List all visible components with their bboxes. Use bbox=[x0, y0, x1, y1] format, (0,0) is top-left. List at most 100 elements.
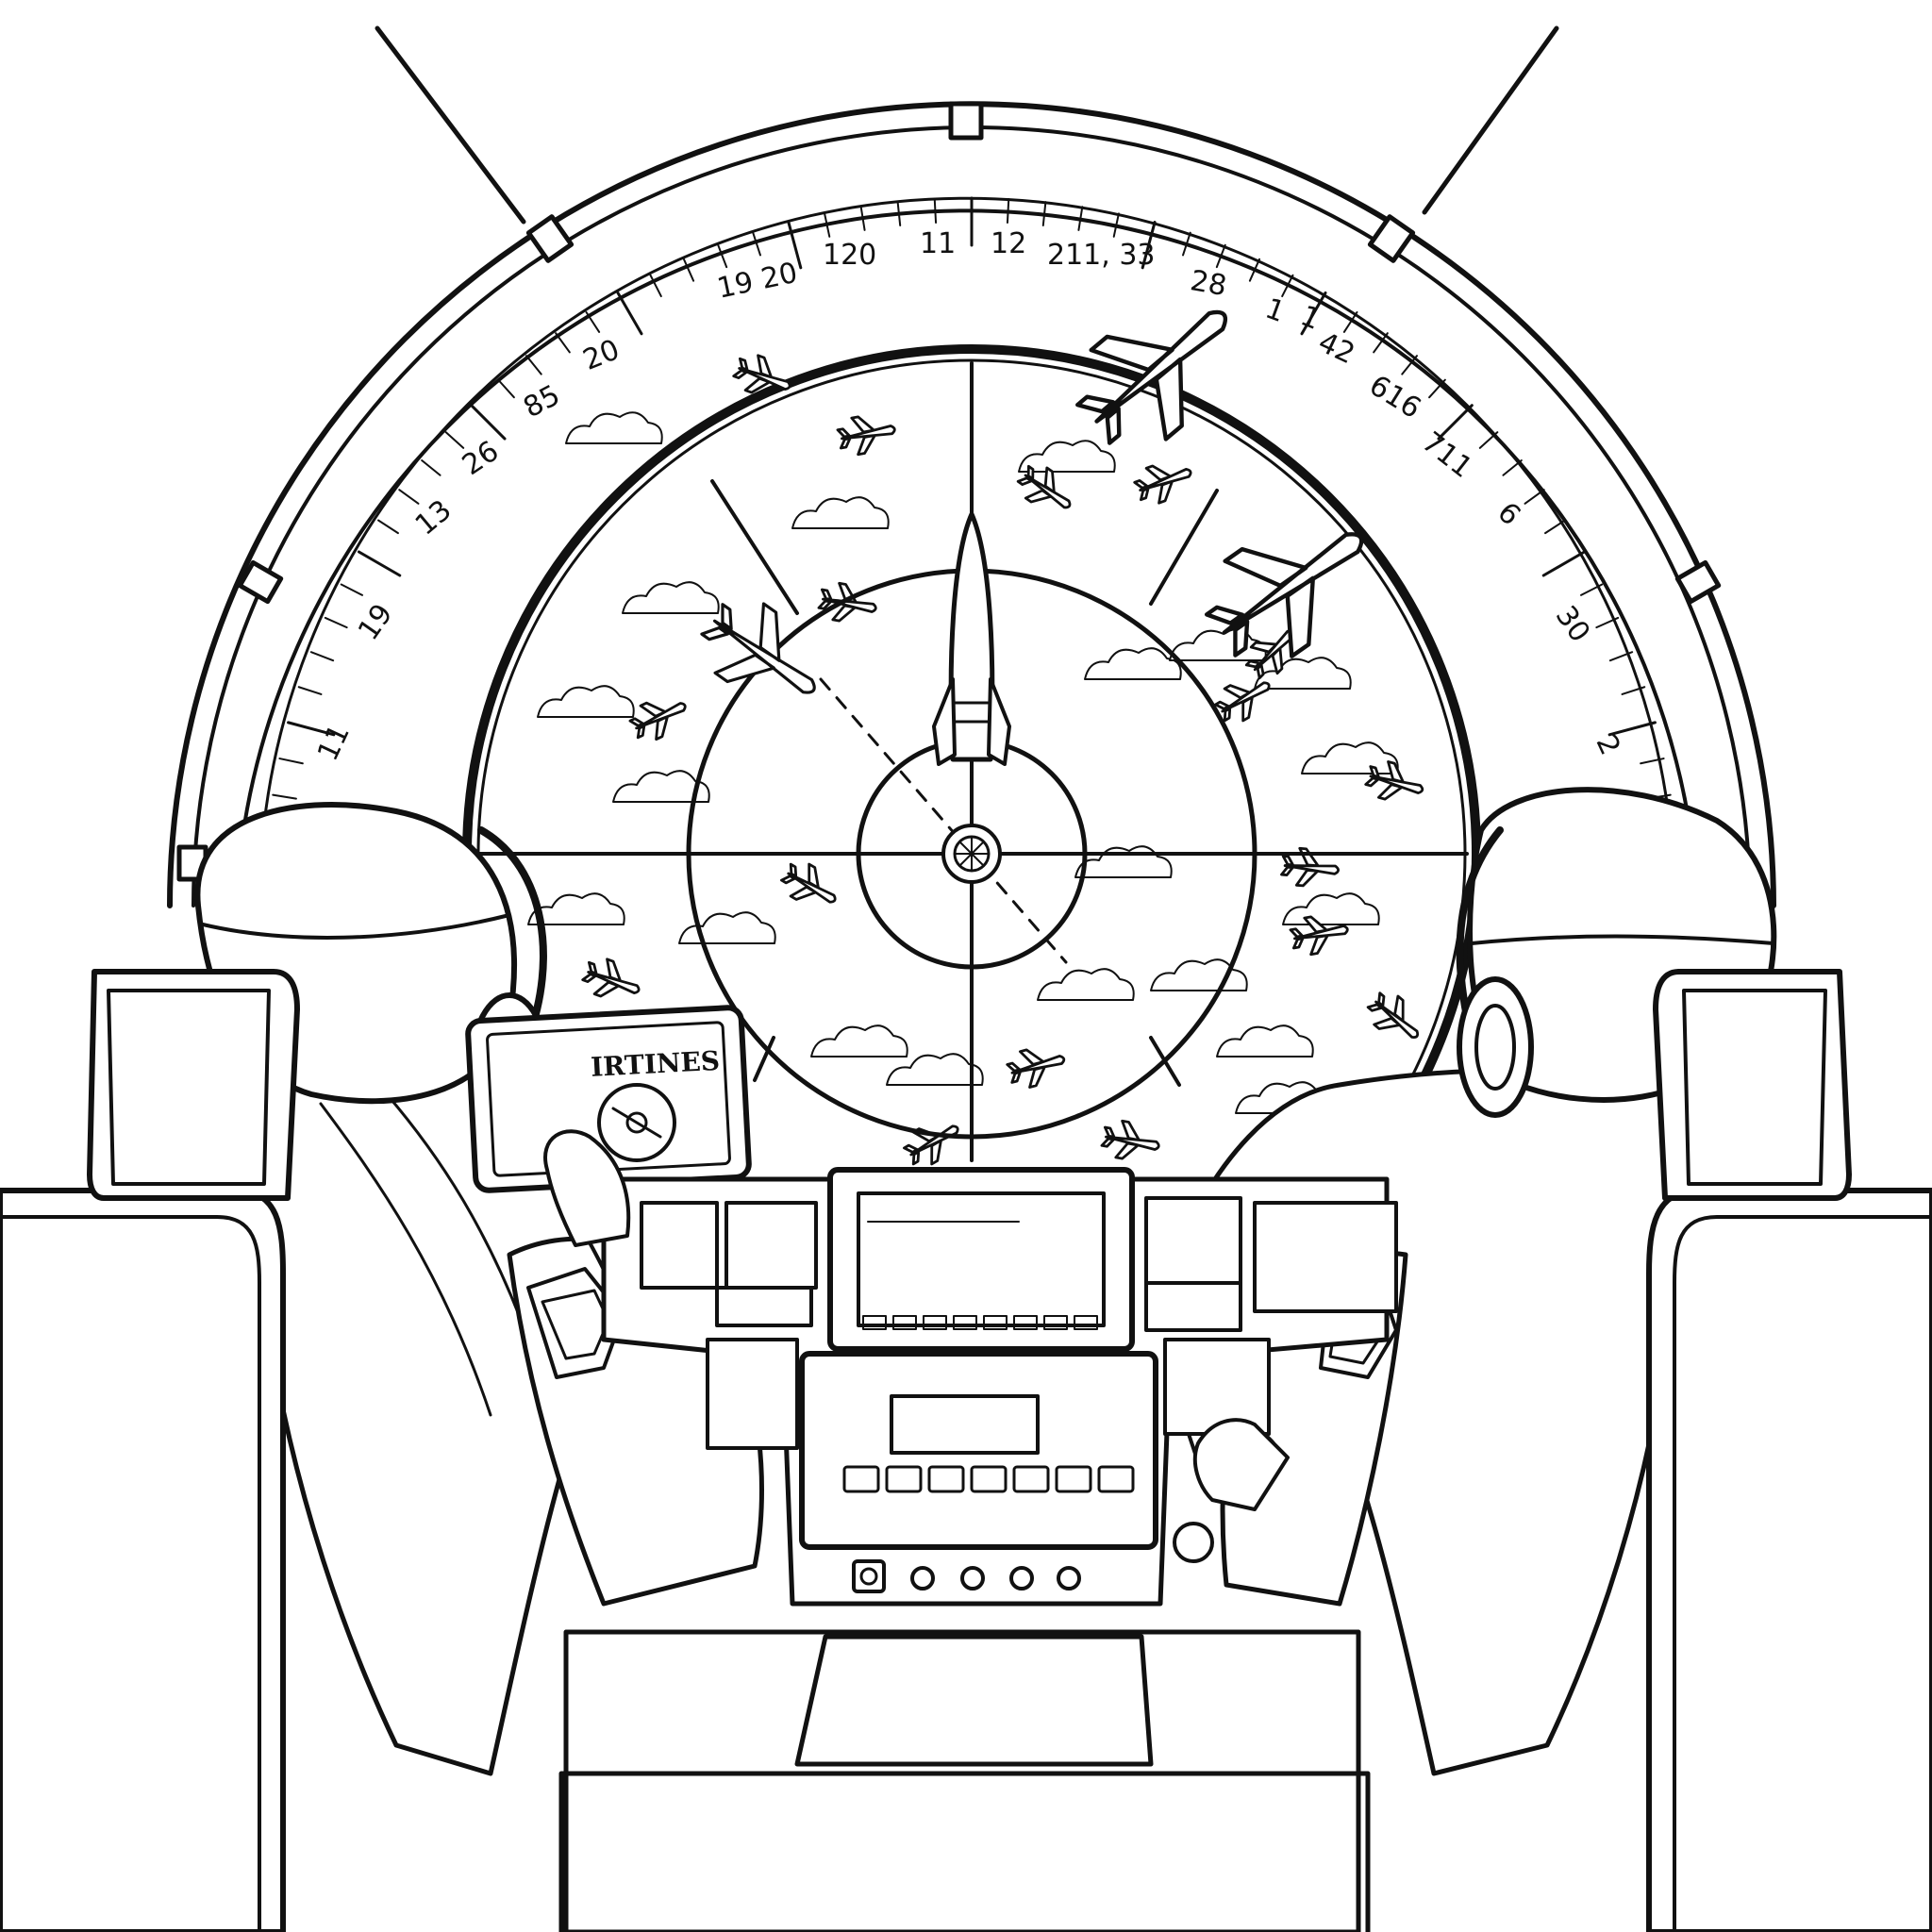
headset-icon bbox=[1456, 826, 1534, 1118]
dial-tick bbox=[525, 355, 542, 375]
cloud-icon bbox=[622, 581, 720, 614]
dial-tick bbox=[752, 231, 761, 257]
console-key bbox=[1074, 1315, 1098, 1330]
dial-tick bbox=[896, 201, 902, 226]
dial-tick bbox=[585, 310, 601, 333]
console-key bbox=[953, 1315, 977, 1330]
console-button bbox=[970, 1465, 1008, 1493]
console-button bbox=[1055, 1465, 1092, 1493]
dial-tick bbox=[1544, 519, 1567, 535]
airplane-icon bbox=[1075, 309, 1228, 445]
cloud-icon bbox=[1254, 657, 1352, 690]
dial-tick bbox=[1182, 231, 1191, 257]
dial-tick bbox=[555, 332, 571, 354]
tablet-title: IRTINES bbox=[590, 1045, 721, 1083]
airplane-icon bbox=[1204, 532, 1364, 658]
dial-tick bbox=[497, 378, 515, 399]
console-button bbox=[927, 1465, 965, 1493]
dial-tick bbox=[1608, 651, 1634, 662]
airplane-icon bbox=[700, 602, 816, 694]
dial-tick bbox=[787, 221, 803, 270]
dial-tick bbox=[376, 519, 399, 535]
dial-tick bbox=[649, 274, 662, 298]
canopy-struts bbox=[375, 25, 1559, 225]
rocket-icon bbox=[932, 511, 1011, 823]
dial-label: 711 bbox=[1416, 425, 1479, 485]
console-button bbox=[885, 1465, 923, 1493]
dial-label: 13 bbox=[409, 493, 458, 541]
console-key bbox=[862, 1315, 887, 1330]
right-switch-panel bbox=[1144, 1196, 1398, 1436]
dial-label: 19 20 bbox=[714, 257, 800, 306]
dial-tick bbox=[287, 721, 336, 737]
dial-tick bbox=[1300, 291, 1327, 336]
cloud-icon bbox=[527, 892, 625, 925]
dial-tick bbox=[616, 291, 643, 336]
airplane-icon bbox=[628, 701, 687, 741]
dial-label: 616 bbox=[1363, 369, 1426, 425]
dial-tick bbox=[421, 459, 441, 476]
dial-tick bbox=[824, 212, 831, 238]
dial-tick bbox=[933, 198, 938, 224]
dial-tick bbox=[324, 616, 348, 629]
dial-label: 85 bbox=[518, 378, 565, 425]
dial-tick bbox=[1041, 201, 1047, 226]
dial-tick bbox=[1524, 489, 1545, 505]
dial-tick bbox=[1502, 459, 1523, 476]
airplane-icon bbox=[581, 958, 641, 998]
airplane-icon bbox=[1366, 991, 1420, 1039]
dial-label: 30 bbox=[1549, 600, 1597, 648]
cloud-icon bbox=[810, 1024, 908, 1058]
indicator-lights bbox=[852, 1559, 1081, 1593]
dial-tick bbox=[278, 758, 304, 765]
dial-tick bbox=[398, 489, 420, 505]
cloud-icon bbox=[612, 770, 710, 803]
dial-tick bbox=[717, 243, 728, 269]
console-button bbox=[1012, 1465, 1050, 1493]
dial-tick bbox=[859, 206, 866, 231]
dial-label: 26 bbox=[457, 435, 505, 482]
dial-tick bbox=[444, 431, 465, 449]
dial-tick bbox=[1579, 583, 1604, 596]
dial-tick bbox=[272, 793, 297, 800]
right-seat bbox=[1646, 969, 1932, 1932]
console-key bbox=[892, 1315, 917, 1330]
airplane-icon bbox=[1133, 464, 1192, 505]
cloud-icon bbox=[1018, 440, 1116, 473]
airplane-icon bbox=[1214, 681, 1271, 723]
airplane-icon bbox=[780, 862, 837, 904]
dial-tick bbox=[1478, 431, 1499, 449]
dial-label: 2 bbox=[1589, 730, 1626, 760]
airplane-icon bbox=[1364, 760, 1424, 801]
airplane-icon bbox=[1006, 1048, 1066, 1089]
canopy-frame bbox=[167, 101, 1776, 908]
dial-label: 211, 33 bbox=[1047, 239, 1156, 272]
dial-tick bbox=[1215, 243, 1226, 269]
dial-tick bbox=[1640, 758, 1665, 765]
pilot-hands bbox=[543, 1129, 1290, 1563]
dial-tick bbox=[297, 686, 323, 695]
cloud-icon bbox=[1037, 968, 1135, 1001]
radar-pointers bbox=[710, 479, 1219, 1087]
airplane-icon bbox=[1280, 846, 1340, 888]
dial-label: 120 bbox=[823, 239, 876, 272]
dial-label: 11 bbox=[920, 227, 956, 260]
cloud-icon bbox=[1084, 647, 1182, 680]
dial-tick bbox=[1607, 721, 1657, 737]
lower-display bbox=[799, 1351, 1158, 1550]
aircraft-layer bbox=[581, 354, 1424, 1166]
console-key bbox=[923, 1315, 947, 1330]
cloud-icon bbox=[886, 1053, 984, 1086]
cloud-icon bbox=[1216, 1024, 1314, 1058]
dial-tick bbox=[1112, 212, 1120, 238]
dial-label: 1 bbox=[1296, 299, 1325, 337]
dial-tick bbox=[1077, 206, 1084, 231]
dial-tick bbox=[1342, 310, 1358, 333]
dial-label: 42 bbox=[1313, 325, 1359, 371]
dial-label: 12 bbox=[991, 227, 1026, 260]
dial-tick bbox=[1437, 404, 1474, 441]
cloud-icon bbox=[791, 496, 890, 529]
dial-label: 20 bbox=[578, 333, 625, 377]
console-button bbox=[1097, 1465, 1135, 1493]
